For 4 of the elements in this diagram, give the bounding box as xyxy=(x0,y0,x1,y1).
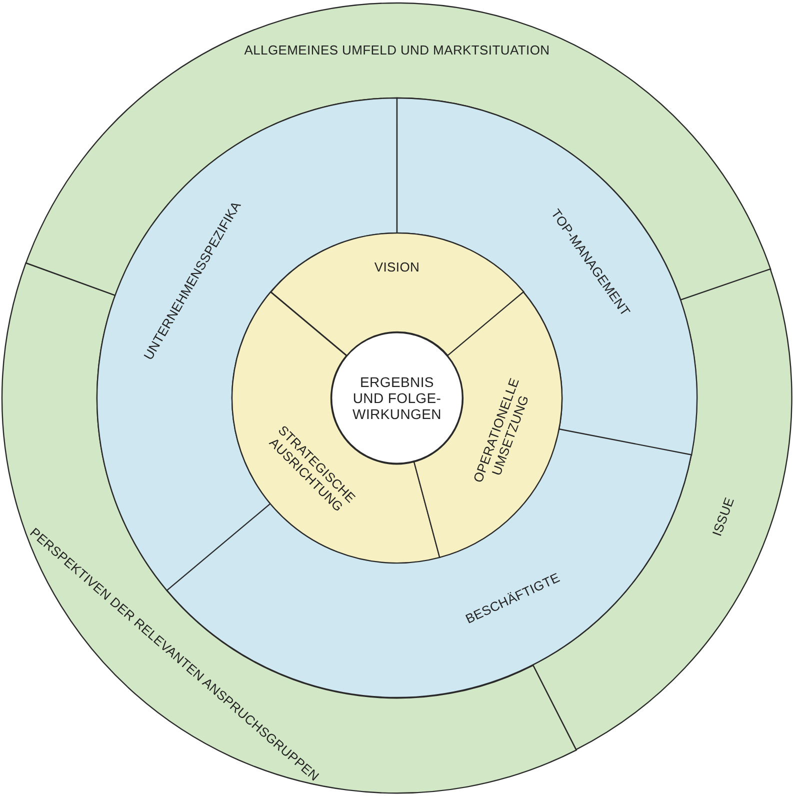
segment-label: ISSUE xyxy=(710,496,738,538)
segment-label: ALLGEMEINES UMFELD UND MARKTSITUATION xyxy=(244,44,550,58)
segment-label: ERGEBNIS UND FOLGE-WIRKUNGEN xyxy=(352,374,442,422)
segment-label: VISION xyxy=(374,260,420,276)
